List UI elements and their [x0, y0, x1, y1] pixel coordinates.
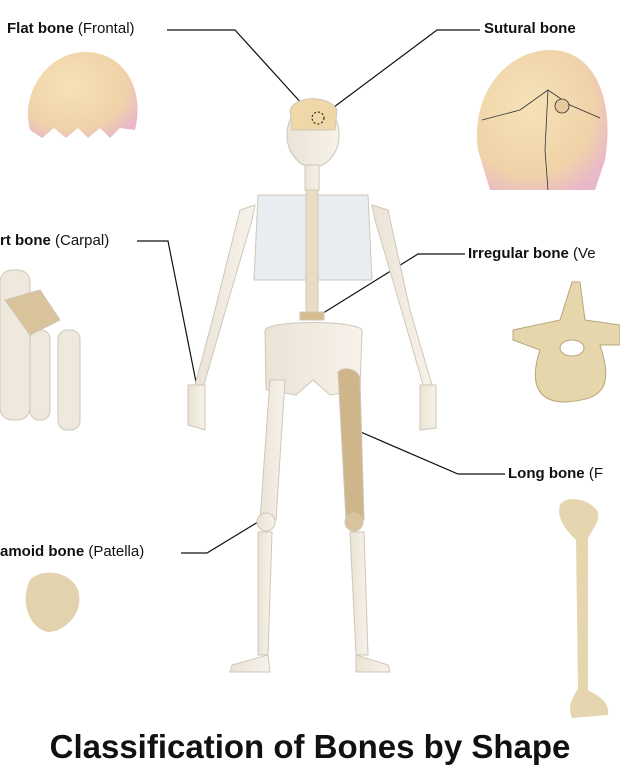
label-example: (Frontal) [77, 20, 135, 37]
carpal-hand-illustration [0, 269, 81, 431]
label-irregular-bone: Irregular bone (Ve [468, 245, 596, 262]
skeleton-illustration [187, 98, 437, 673]
label-example: (Patella) [88, 543, 145, 560]
leader-lines [137, 29, 505, 554]
label-short-bone: rt bone (Carpal) [0, 232, 109, 249]
diagram-title: Classification of Bones by Shape [49, 728, 571, 765]
label-name: Flat bone [7, 20, 74, 37]
label-name: Irregular bone [468, 245, 569, 262]
label-name: Sutural bone [484, 20, 576, 37]
label-name: Long bone [508, 465, 585, 482]
vertebra-illustration [512, 281, 620, 403]
label-name: amoid bone [0, 543, 85, 560]
label-flat-bone: Flat bone (Frontal) [7, 20, 135, 37]
label-long-bone: Long bone (F [508, 465, 603, 482]
label-example: (Carpal) [55, 232, 110, 249]
femur-illustration [559, 499, 609, 718]
label-example: (Ve [573, 245, 596, 262]
sutural-skull-illustration [476, 50, 608, 190]
label-example: (F [588, 465, 603, 482]
patella-illustration [25, 572, 80, 632]
label-sutural-bone: Sutural bone [484, 20, 576, 37]
label-name: rt bone [0, 232, 51, 249]
label-sesamoid-bone: amoid bone (Patella) [0, 543, 144, 560]
frontal-bone-illustration [28, 52, 138, 138]
